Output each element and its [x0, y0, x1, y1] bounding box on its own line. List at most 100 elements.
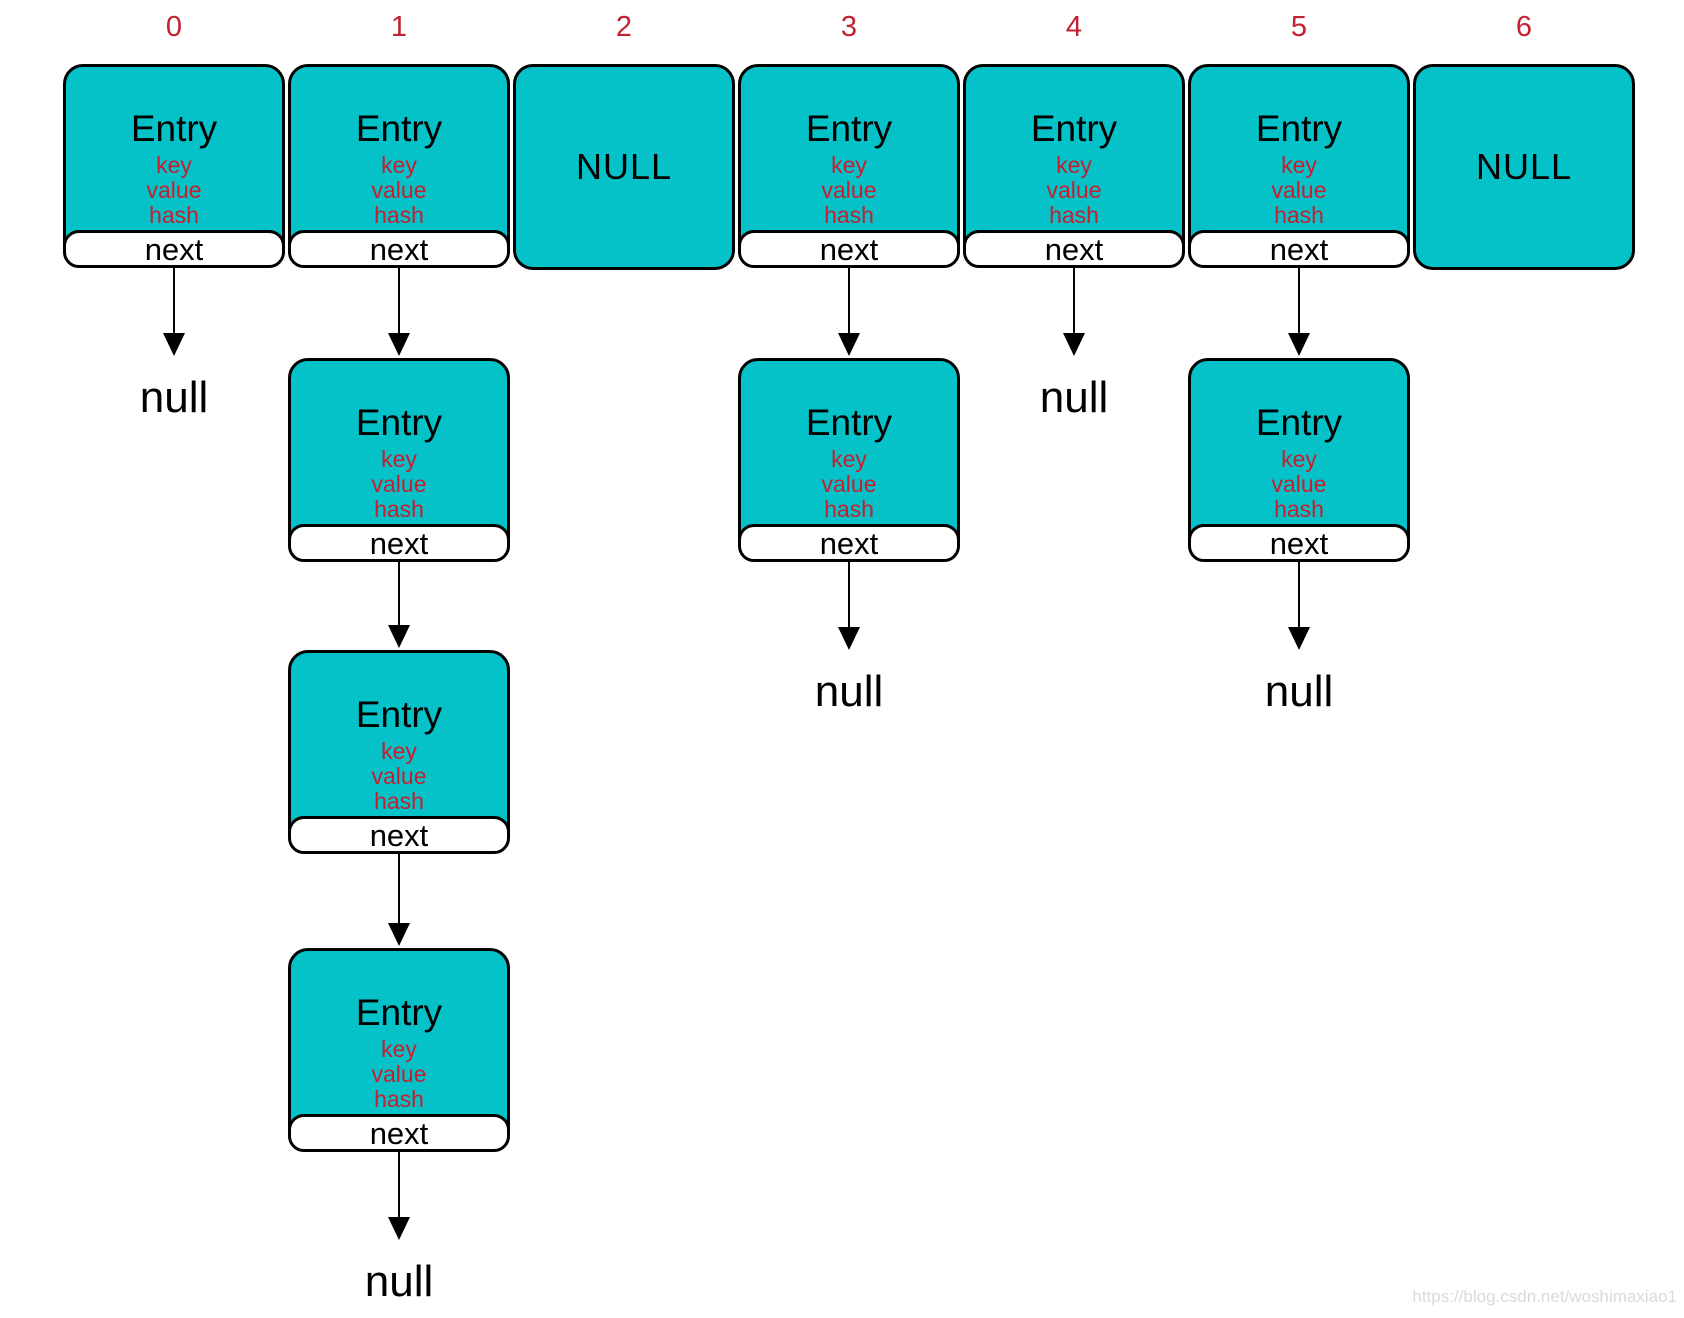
entry-field-value: value	[146, 177, 202, 203]
arrow-down	[1288, 268, 1310, 356]
entry-field-hash: hash	[1049, 202, 1099, 228]
arrow-head-icon	[838, 333, 860, 356]
entry-field-hash: hash	[824, 202, 874, 228]
arrow-head-icon	[1063, 333, 1085, 356]
arrow-down	[838, 562, 860, 650]
arrow-down	[388, 854, 410, 946]
next-pointer-label: next	[369, 525, 429, 561]
arrow-down	[388, 268, 410, 356]
arrow-down	[163, 268, 185, 356]
entry-title: Entry	[355, 402, 443, 443]
entry-title: Entry	[1255, 108, 1343, 149]
arrow-head-icon	[163, 333, 185, 356]
entry-field-value: value	[1271, 177, 1327, 203]
arrow-head-icon	[1288, 333, 1310, 356]
watermark-url: https://blog.csdn.net/woshimaxiao1	[1412, 1287, 1677, 1306]
entry-field-key: key	[381, 152, 417, 178]
entry-title: Entry	[1255, 402, 1343, 443]
arrow-line	[848, 562, 850, 630]
bucket-index-label: 0	[165, 11, 183, 43]
arrow-line	[398, 1152, 400, 1220]
bucket-index-label: 6	[1515, 11, 1533, 43]
entry-field-hash: hash	[374, 1086, 424, 1112]
null-terminator-label: null	[139, 373, 209, 422]
entry-field-value: value	[371, 471, 427, 497]
arrow-line	[398, 854, 400, 926]
next-pointer-label: next	[1269, 231, 1329, 267]
entry-field-key: key	[831, 446, 867, 472]
arrow-head-icon	[388, 923, 410, 946]
bucket-index-label: 5	[1290, 11, 1308, 43]
next-pointer-label: next	[369, 1115, 429, 1151]
arrow-down	[838, 268, 860, 356]
next-pointer: next	[288, 816, 510, 854]
entry-field-hash: hash	[149, 202, 199, 228]
bucket-index-label: 3	[840, 11, 858, 43]
null-terminator-label: null	[364, 1257, 434, 1306]
null-bucket-label: NULL	[575, 146, 673, 187]
entry-field-value: value	[371, 177, 427, 203]
entry-field-key: key	[381, 738, 417, 764]
next-pointer: next	[288, 524, 510, 562]
entry-field-value: value	[1046, 177, 1102, 203]
entry-field-value: value	[821, 177, 877, 203]
arrow-line	[398, 562, 400, 628]
entry-field-hash: hash	[374, 202, 424, 228]
entry-field-key: key	[1281, 152, 1317, 178]
next-pointer-label: next	[144, 231, 204, 267]
entry-title: Entry	[355, 992, 443, 1033]
next-pointer: next	[288, 230, 510, 268]
entry-field-hash: hash	[374, 788, 424, 814]
next-pointer-label: next	[369, 231, 429, 267]
arrow-line	[1073, 268, 1075, 336]
arrow-down	[388, 1152, 410, 1240]
arrow-head-icon	[388, 625, 410, 648]
entry-field-value: value	[371, 1061, 427, 1087]
null-bucket-label: NULL	[1475, 146, 1573, 187]
next-pointer-label: next	[1269, 525, 1329, 561]
entry-field-value: value	[371, 763, 427, 789]
next-pointer-label: next	[369, 817, 429, 853]
bucket-index-label: 1	[390, 11, 408, 43]
arrow-head-icon	[1288, 627, 1310, 650]
entry-field-value: value	[1271, 471, 1327, 497]
null-terminator-label: null	[1264, 667, 1334, 716]
entry-field-key: key	[1281, 446, 1317, 472]
entry-field-hash: hash	[374, 496, 424, 522]
entry-field-value: value	[821, 471, 877, 497]
arrow-down	[1063, 268, 1085, 356]
entry-title: Entry	[1030, 108, 1118, 149]
null-terminator-label: null	[1039, 373, 1109, 422]
entry-field-hash: hash	[1274, 496, 1324, 522]
bucket-index-label: 2	[615, 11, 633, 43]
next-pointer-label: next	[819, 231, 879, 267]
entry-field-key: key	[156, 152, 192, 178]
next-pointer: next	[963, 230, 1185, 268]
arrow-head-icon	[388, 1217, 410, 1240]
entry-field-key: key	[381, 1036, 417, 1062]
arrow-head-icon	[388, 333, 410, 356]
entry-title: Entry	[130, 108, 218, 149]
arrow-down	[1288, 562, 1310, 650]
next-pointer: next	[738, 230, 960, 268]
arrow-line	[1298, 268, 1300, 336]
next-pointer: next	[1188, 230, 1410, 268]
null-bucket-box: NULL	[1413, 64, 1635, 270]
entry-title: Entry	[355, 108, 443, 149]
next-pointer-label: next	[819, 525, 879, 561]
